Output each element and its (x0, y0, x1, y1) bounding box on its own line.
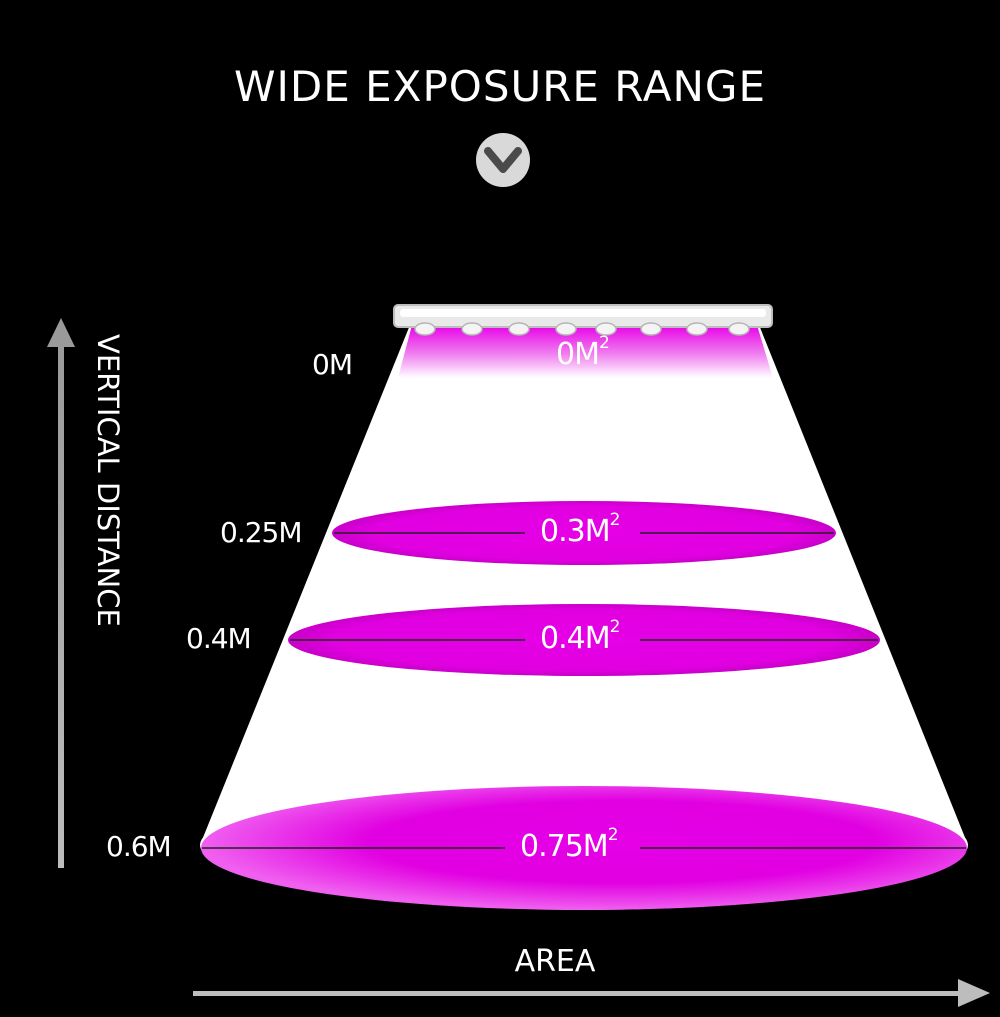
area-ring-0.6m (201, 786, 967, 910)
area-value-0-text: 0M (556, 337, 600, 372)
vertical-axis-arrow (47, 318, 75, 868)
vertical-axis-label: VERTICAL DISTANCE (91, 334, 131, 694)
lamp-glow (398, 325, 773, 378)
vertical-axis-label-text: VERTICAL DISTANCE (91, 334, 125, 627)
distance-label-2: 0.4M (186, 622, 252, 655)
distance-label-3: 0.6M (106, 830, 172, 863)
distance-label-0: 0M (312, 348, 353, 381)
area-value-2: 0.4M2 (540, 617, 620, 656)
area-value-0: 0M2 (556, 333, 610, 372)
area-ring-0.25m (332, 501, 836, 565)
grow-light-bar-icon (393, 304, 773, 336)
horizontal-axis-label: AREA (514, 944, 596, 979)
area-value-0-exp: 2 (598, 333, 610, 353)
area-value-3: 0.75M2 (520, 825, 618, 864)
page-title: WIDE EXPOSURE RANGE (233, 62, 767, 111)
area-ring-0.4m (288, 604, 880, 676)
light-cone (200, 320, 968, 845)
distance-label-1: 0.25M (220, 516, 303, 549)
area-value-1-text: 0.3M (540, 514, 611, 549)
area-value-2-text: 0.4M (540, 621, 611, 656)
area-value-1-exp: 2 (609, 510, 621, 530)
area-value-3-text: 0.75M (520, 829, 609, 864)
area-value-2-exp: 2 (609, 617, 621, 637)
horizontal-axis-arrow (193, 979, 990, 1007)
area-value-1: 0.3M2 (540, 510, 620, 549)
area-value-3-exp: 2 (607, 825, 619, 845)
chevron-down-icon (476, 133, 530, 187)
